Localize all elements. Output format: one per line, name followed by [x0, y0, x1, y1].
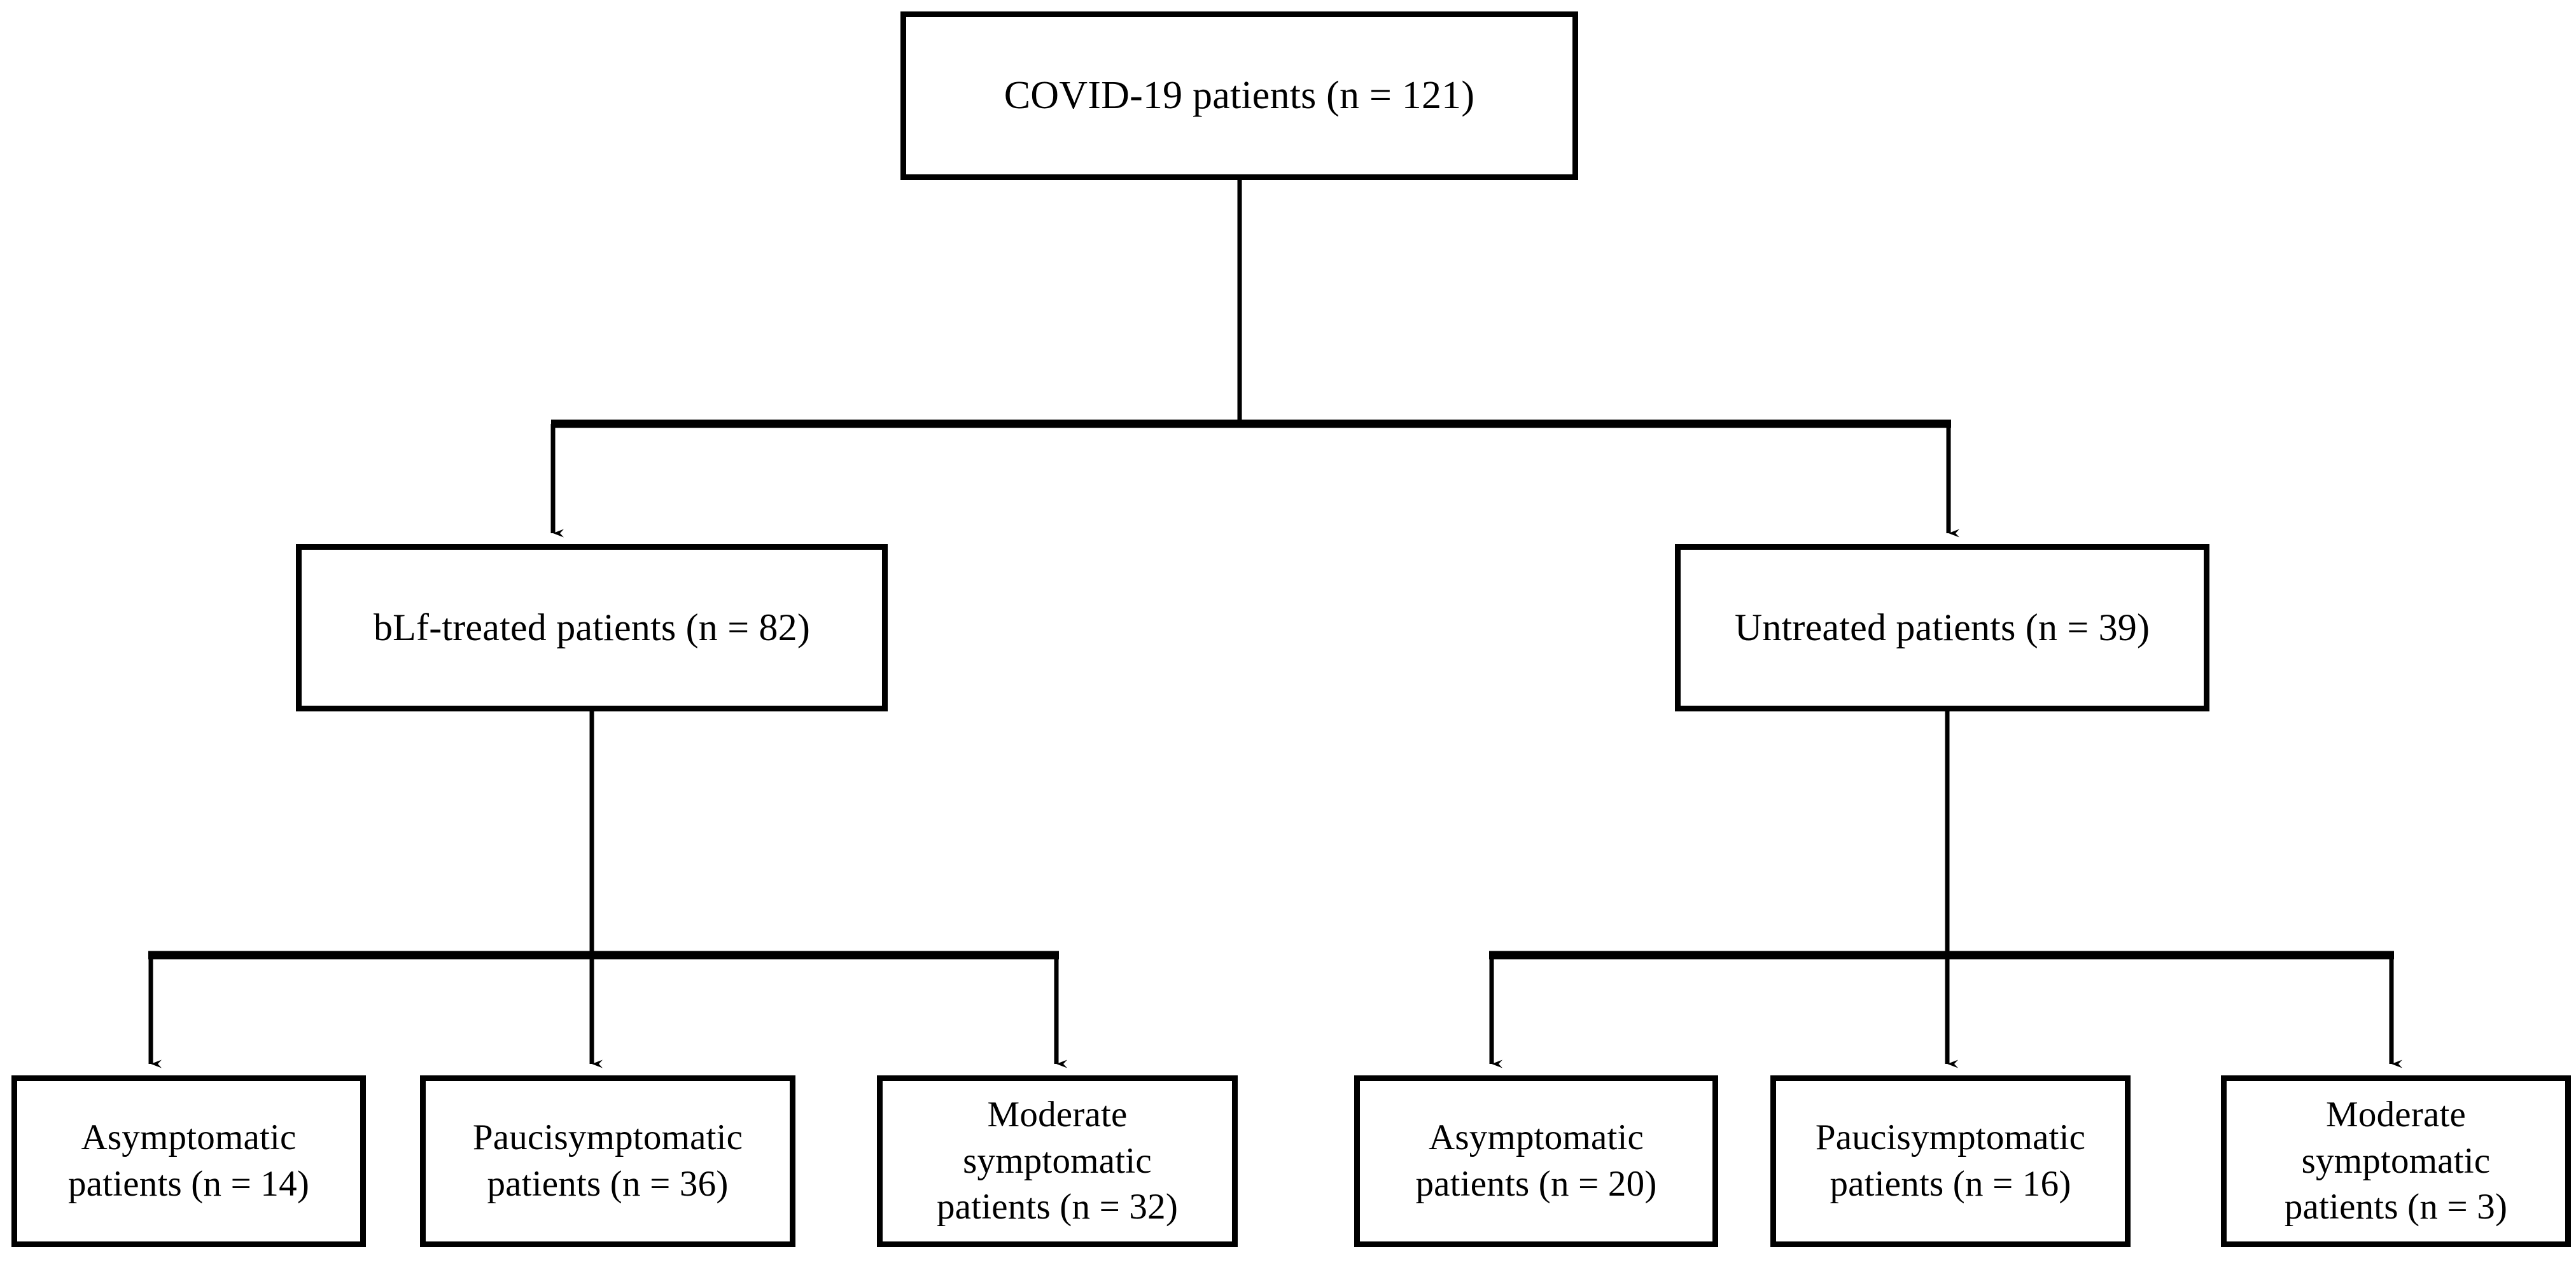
node-blf-asymptomatic-patients: Asymptomatic patients (n = 14) — [11, 1075, 366, 1247]
node-label: Asymptomatic patients (n = 20) — [1415, 1117, 1657, 1204]
node-label: Moderate symptomatic patients (n = 3) — [2284, 1094, 2508, 1227]
node-covid-19-patients: COVID-19 patients (n = 121) — [900, 11, 1578, 180]
node-label: COVID-19 patients (n = 121) — [1004, 73, 1475, 117]
node-blf-paucisymptomatic-patients: Paucisymptomatic patients (n = 36) — [420, 1075, 795, 1247]
node-label: Paucisymptomatic patients (n = 36) — [472, 1117, 743, 1204]
node-untreated-patients: Untreated patients (n = 39) — [1675, 544, 2209, 711]
node-untreated-asymptomatic-patients: Asymptomatic patients (n = 20) — [1354, 1075, 1718, 1247]
node-label: Paucisymptomatic patients (n = 16) — [1815, 1117, 2086, 1204]
node-label: Untreated patients (n = 39) — [1734, 606, 2150, 649]
node-blf-moderate-symptomatic-patients: Moderate symptomatic patients (n = 32) — [877, 1075, 1238, 1247]
node-label: bLf-treated patients (n = 82) — [373, 606, 811, 649]
node-label: Asymptomatic patients (n = 14) — [67, 1117, 310, 1204]
node-label: Moderate symptomatic patients (n = 32) — [936, 1094, 1179, 1227]
node-blf-treated-patients: bLf-treated patients (n = 82) — [296, 544, 888, 711]
node-untreated-moderate-symptomatic-patients: Moderate symptomatic patients (n = 3) — [2221, 1075, 2571, 1247]
node-untreated-paucisymptomatic-patients: Paucisymptomatic patients (n = 16) — [1770, 1075, 2131, 1247]
